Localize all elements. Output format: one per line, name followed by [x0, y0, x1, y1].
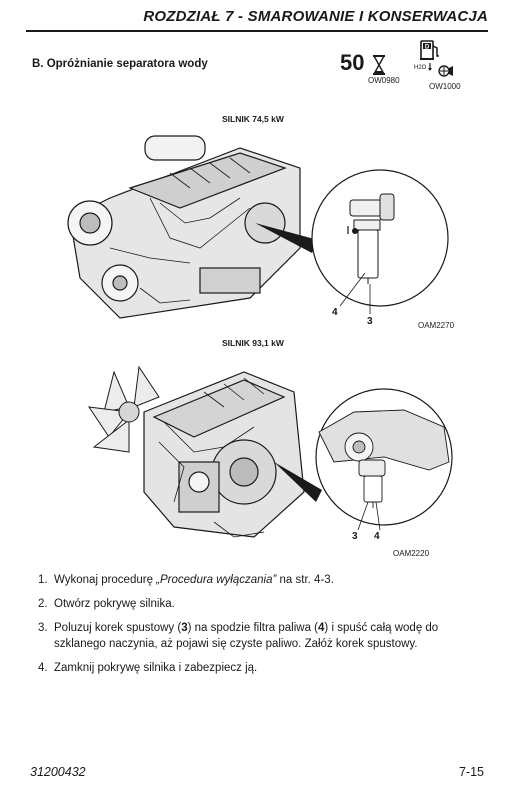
h2o-label: H2O: [414, 65, 427, 71]
fuel-filter-ref: 4: [318, 622, 325, 634]
figure2-label: SILNIK 93,1 kW: [222, 338, 284, 348]
step-number: 3.: [38, 622, 48, 634]
step-item: 3. Poluzuj korek spustowy (3) na spodzie…: [38, 620, 478, 652]
figure1-callout-3: 3: [367, 316, 373, 327]
page-number: 7-15: [458, 765, 484, 779]
step-number: 1.: [38, 574, 48, 586]
water-drain-icon: [428, 63, 453, 77]
figure2-code: OAM2220: [393, 549, 430, 558]
engine-74kw-illustration: [67, 135, 449, 319]
figure1-label: SILNIK 74,5 kW: [222, 114, 284, 124]
hours-code: OW0980: [368, 76, 400, 85]
section-title: B. Opróżnianie separatora wody: [32, 58, 208, 70]
step-item: 4. Zamknij pokrywę silnika i zabezpiecz …: [38, 660, 478, 676]
fuel-code: OW1000: [429, 82, 461, 91]
figure1-callout-4: 4: [332, 307, 338, 318]
step-item: 2. Otwórz pokrywę silnika.: [38, 596, 478, 612]
step-text: ) i spuść całą wodę do szklanego naczyni…: [54, 622, 439, 650]
drain-plug-ref: 3: [181, 622, 188, 634]
step-text: Otwórz pokrywę silnika.: [54, 598, 175, 610]
step-text: Zamknij pokrywę silnika i zabezpiecz ją.: [54, 662, 258, 674]
chapter-title: ROZDZIAŁ 7 - SMAROWANIE I KONSERWACJA: [143, 8, 488, 25]
step-reference-link[interactable]: „Procedura wyłączania”: [156, 574, 277, 586]
step-text: ) na spodzie filtra paliwa (: [187, 622, 319, 634]
hourglass-icon: [372, 55, 386, 75]
document-number: 31200432: [30, 765, 86, 779]
step-number: 4.: [38, 662, 48, 674]
step-item: 1. Wykonaj procedurę „Procedura wyłączan…: [38, 572, 478, 588]
step-number: 2.: [38, 598, 48, 610]
step-text: Poluzuj korek spustowy (: [54, 622, 182, 634]
step-text: na str. 4-3.: [276, 574, 334, 586]
svg-text:D: D: [425, 45, 430, 51]
interval-hours: 50: [340, 50, 365, 75]
figure2-callout-4: 4: [374, 531, 380, 542]
header-rule: [26, 30, 488, 32]
fuel-pump-icon: D: [420, 40, 439, 60]
procedure-steps: 1. Wykonaj procedurę „Procedura wyłączan…: [38, 572, 478, 684]
figure1-code: OAM2270: [418, 321, 455, 330]
step-text: Wykonaj procedurę: [54, 574, 157, 586]
engine-93kw-illustration: [87, 365, 453, 538]
figure2-callout-3: 3: [352, 531, 358, 542]
